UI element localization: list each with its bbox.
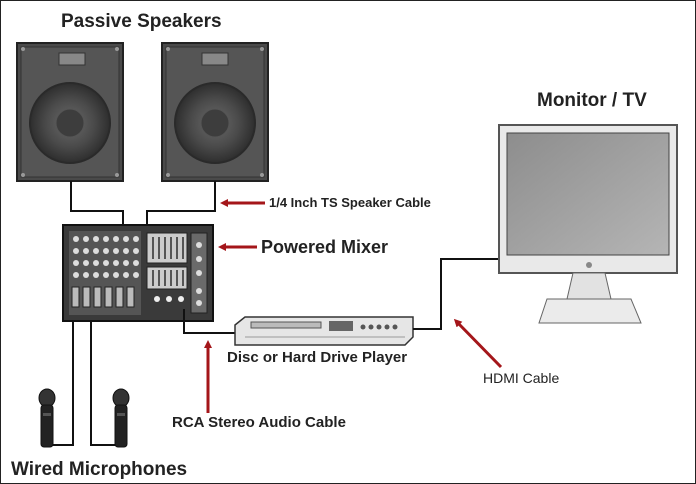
label-monitor-tv: Monitor / TV	[537, 90, 647, 111]
passive-speaker-left	[16, 42, 124, 182]
speaker-cables	[70, 181, 216, 227]
annotation-arrows	[204, 199, 503, 413]
wired-microphone-right	[112, 388, 130, 448]
powered-mixer	[62, 224, 214, 322]
label-disc-player: Disc or Hard Drive Player	[227, 349, 408, 366]
microphone-cables	[47, 321, 121, 446]
label-passive-speakers: Passive Speakers	[61, 11, 222, 32]
label-rca-cable: RCA Stereo Audio Cable	[172, 414, 346, 431]
label-wired-microphones: Wired Microphones	[11, 459, 188, 480]
hdmi-cable	[413, 258, 503, 330]
label-powered-mixer: Powered Mixer	[261, 237, 389, 257]
monitor-tv	[498, 124, 678, 324]
label-hdmi-cable: HDMI Cable	[483, 370, 560, 386]
label-ts-speaker-cable: 1/4 Inch TS Speaker Cable	[269, 195, 431, 210]
wired-microphone-left	[38, 388, 56, 448]
passive-speaker-right	[161, 42, 269, 182]
disc-player	[234, 316, 414, 346]
rca-cable	[183, 309, 235, 334]
